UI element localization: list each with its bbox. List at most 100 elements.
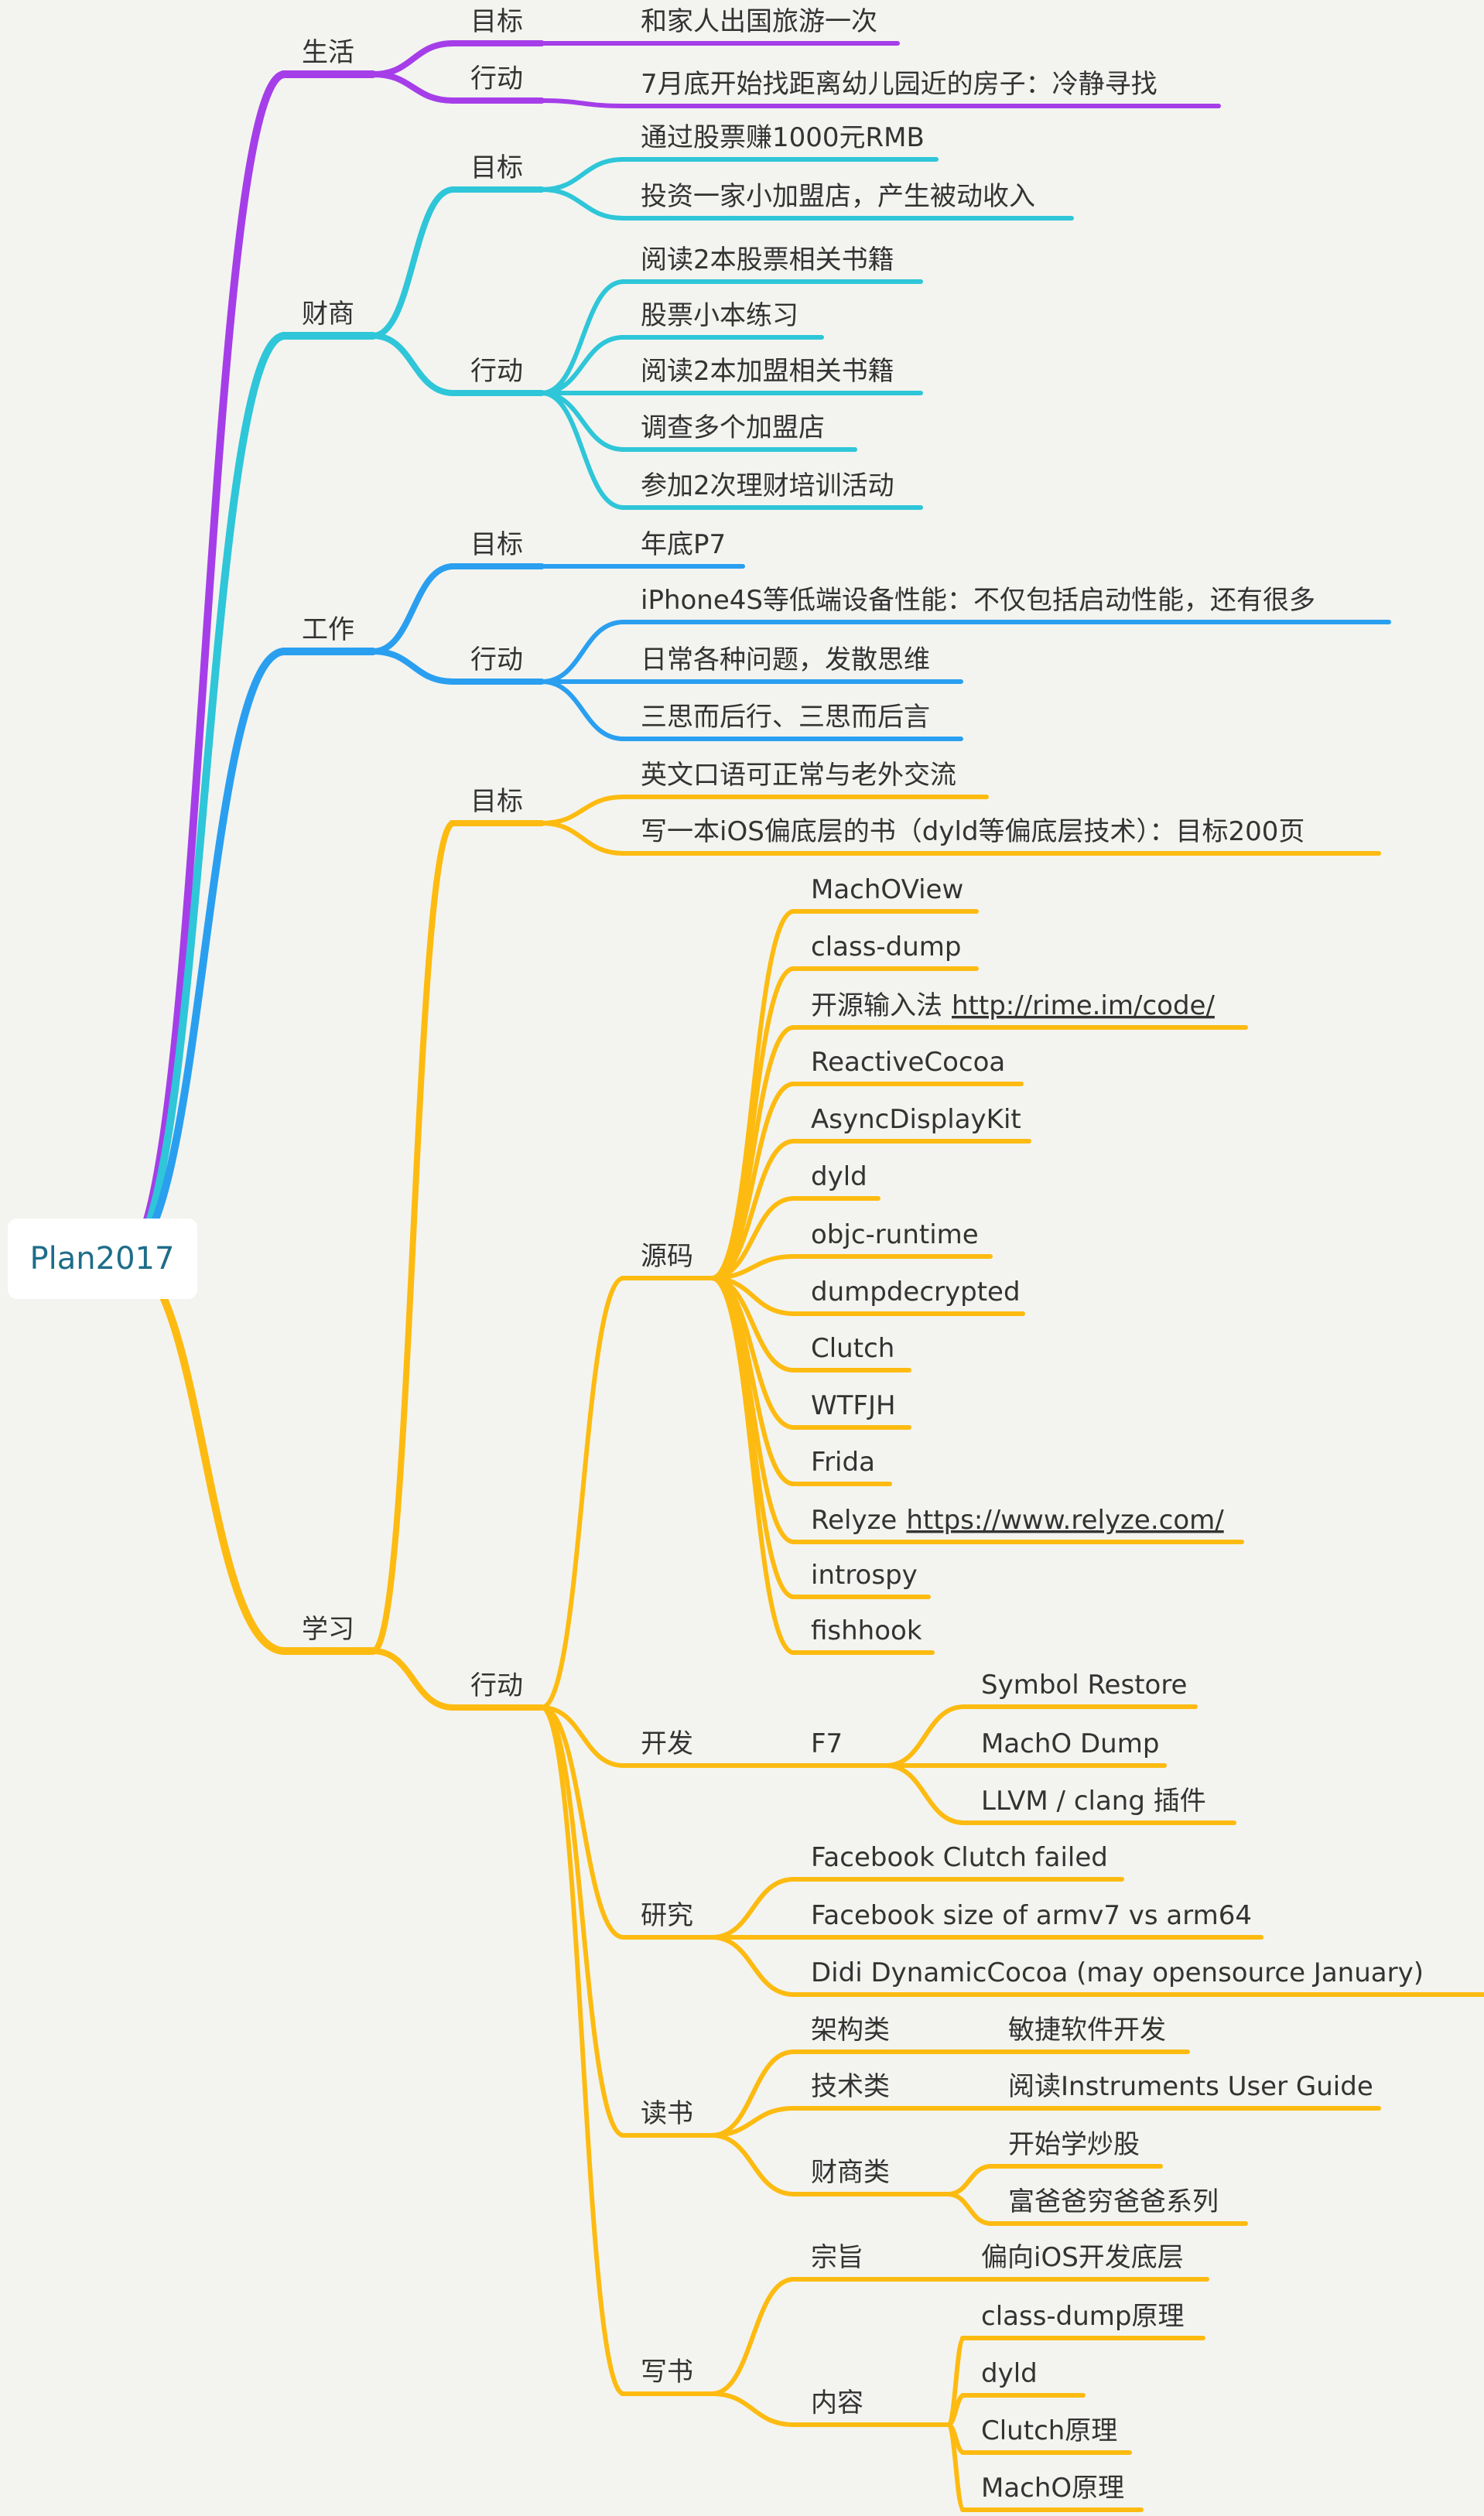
src-1-node[interactable]: MachOView — [811, 874, 963, 905]
finance-action-5-node[interactable]: 参加2次理财培训活动 — [641, 470, 894, 501]
finance-goal-2-node[interactable]: 投资一家小加盟店，产生被动收入 — [641, 181, 1035, 212]
finance-action-2-node[interactable]: 股票小本练习 — [641, 300, 798, 331]
src-1-connector — [710, 909, 796, 1280]
dev-f7-node[interactable]: F7 — [811, 1728, 843, 1759]
src-5-node[interactable]: AsyncDisplayKit — [811, 1104, 1021, 1135]
finance-action-1-node[interactable]: 阅读2本股票相关书籍 — [641, 244, 894, 275]
src-9-node[interactable]: Clutch — [811, 1333, 894, 1364]
src-7-label: objc-runtime — [811, 1219, 979, 1250]
write-aim-1-node[interactable]: 偏向iOS开发底层 — [981, 2242, 1184, 2273]
life-action-node[interactable]: 行动 — [470, 63, 523, 94]
work-action-1-node[interactable]: iPhone4S等低端设备性能：不仅包括启动性能，还有很多 — [641, 585, 1315, 616]
root-node[interactable]: Plan2017 — [8, 1219, 197, 1299]
finance-action-5-connector — [539, 391, 626, 510]
study-source-node[interactable]: 源码 — [641, 1241, 693, 1272]
read-arch-node[interactable]: 架构类 — [811, 2015, 890, 2046]
life-action-label: 行动 — [470, 63, 523, 94]
life-goal-node[interactable]: 目标 — [470, 6, 523, 37]
src-3-link[interactable]: http://rime.im/code/ — [952, 990, 1215, 1021]
study-goal-1-node[interactable]: 英文口语可正常与老外交流 — [641, 760, 956, 791]
write-content-connector — [710, 2391, 796, 2427]
life-action-1-node[interactable]: 7月底开始找距离幼儿园近的房子：冷静寻找 — [641, 69, 1157, 100]
write-content-1-node[interactable]: class-dump原理 — [981, 2301, 1185, 2332]
src-12-link[interactable]: https://www.relyze.com/ — [906, 1505, 1224, 1536]
study-write-node[interactable]: 写书 — [641, 2357, 693, 2388]
src-10-node[interactable]: WTFJH — [811, 1390, 896, 1421]
read-tech-node[interactable]: 技术类 — [811, 2071, 890, 2102]
src-13-node[interactable]: introspy — [811, 1560, 918, 1591]
finance-action-3-node[interactable]: 阅读2本加盟相关书籍 — [641, 356, 894, 387]
read-tech-1-node[interactable]: 阅读Instruments User Guide — [1008, 2071, 1373, 2102]
study-write-label: 写书 — [641, 2357, 693, 2388]
finance-action-5-label: 参加2次理财培训活动 — [641, 470, 894, 501]
work-goal-1-node[interactable]: 年底P7 — [641, 529, 726, 560]
read-fin-2-connector — [945, 2192, 993, 2226]
life-action-1-connector — [539, 98, 626, 108]
write-aim-node[interactable]: 宗旨 — [811, 2242, 863, 2273]
life-node[interactable]: 生活 — [302, 37, 354, 68]
f7-3-connector — [884, 1763, 966, 1825]
write-content-node[interactable]: 内容 — [811, 2388, 863, 2419]
res-3-node[interactable]: Didi DynamicCocoa (may opensource Januar… — [811, 1957, 1424, 1988]
study-goal-1-label: 英文口语可正常与老外交流 — [641, 760, 956, 791]
finance-goal-node[interactable]: 目标 — [470, 152, 523, 183]
src-4-node[interactable]: ReactiveCocoa — [811, 1047, 1005, 1078]
finance-goal-connector — [370, 186, 456, 339]
read-arch-1-node[interactable]: 敏捷软件开发 — [1008, 2015, 1166, 2046]
work-node[interactable]: 工作 — [302, 614, 354, 645]
write-content-3-node[interactable]: Clutch原理 — [981, 2415, 1117, 2446]
life-goal-1-node[interactable]: 和家人出国旅游一次 — [641, 6, 877, 37]
read-fin-node[interactable]: 财商类 — [811, 2157, 890, 2188]
study-goal-node[interactable]: 目标 — [470, 786, 523, 817]
finance-action-4-node[interactable]: 调查多个加盟店 — [641, 412, 825, 443]
src-7-node[interactable]: objc-runtime — [811, 1219, 979, 1250]
root-node-box[interactable] — [8, 1219, 197, 1299]
study-dev-connector — [539, 1705, 626, 1768]
src-2-node[interactable]: class-dump — [811, 932, 962, 962]
work-action-node[interactable]: 行动 — [470, 644, 523, 675]
study-dev-node[interactable]: 开发 — [641, 1728, 693, 1759]
work-action-3-node[interactable]: 三思而后行、三思而后言 — [641, 702, 930, 733]
write-content-4-node[interactable]: MachO原理 — [981, 2473, 1124, 2504]
finance-node[interactable]: 财商 — [302, 299, 354, 330]
src-14-node[interactable]: fishhook — [811, 1615, 922, 1646]
work-action-connector — [370, 648, 456, 685]
finance-goal-1-node[interactable]: 通过股票赚1000元RMB — [641, 122, 925, 153]
study-node[interactable]: 学习 — [302, 1614, 354, 1645]
src-11-node[interactable]: Frida — [811, 1447, 875, 1478]
f7-1-node[interactable]: Symbol Restore — [981, 1670, 1187, 1701]
study-connector — [120, 1253, 289, 1655]
write-content-2-node[interactable]: dyld — [981, 2358, 1038, 2389]
study-action-node[interactable]: 行动 — [470, 1670, 523, 1701]
res-1-node[interactable]: Facebook Clutch failed — [811, 1842, 1108, 1873]
finance-action-node[interactable]: 行动 — [470, 356, 523, 387]
read-arch-label: 架构类 — [811, 2015, 890, 2046]
res-3-connector — [710, 1935, 796, 1997]
res-2-node[interactable]: Facebook size of armv7 vs arm64 — [811, 1900, 1252, 1931]
study-label: 学习 — [302, 1614, 354, 1645]
work-action-2-node[interactable]: 日常各种问题，发散思维 — [641, 644, 930, 675]
f7-2-node[interactable]: MachO Dump — [981, 1728, 1159, 1759]
work-action-3-connector — [539, 679, 626, 741]
work-connector — [120, 648, 289, 1261]
study-goal-2-node[interactable]: 写一本iOS偏底层的书（dyld等偏底层技术）：目标200页 — [641, 816, 1304, 847]
src-6-node[interactable]: dyld — [811, 1161, 867, 1192]
read-fin-1-node[interactable]: 开始学炒股 — [1008, 2129, 1140, 2160]
study-read-node[interactable]: 读书 — [641, 2098, 693, 2129]
read-fin-2-node[interactable]: 富爸爸穷爸爸系列 — [1008, 2186, 1219, 2217]
src-6-connector — [710, 1196, 796, 1280]
src-13-label: introspy — [811, 1560, 918, 1591]
study-research-node[interactable]: 研究 — [641, 1900, 693, 1931]
src-12-connector — [710, 1276, 796, 1544]
work-goal-node[interactable]: 目标 — [470, 529, 523, 560]
life-goal-1-label: 和家人出国旅游一次 — [641, 6, 877, 37]
f7-3-node[interactable]: LLVM / clang 插件 — [981, 1786, 1206, 1817]
src-10-label: WTFJH — [811, 1390, 896, 1421]
life-action-1-label: 7月底开始找距离幼儿园近的房子：冷静寻找 — [641, 69, 1157, 100]
src-8-node[interactable]: dumpdecrypted — [811, 1277, 1021, 1308]
work-action-label: 行动 — [470, 644, 523, 675]
res-1-connector — [710, 1877, 796, 1940]
